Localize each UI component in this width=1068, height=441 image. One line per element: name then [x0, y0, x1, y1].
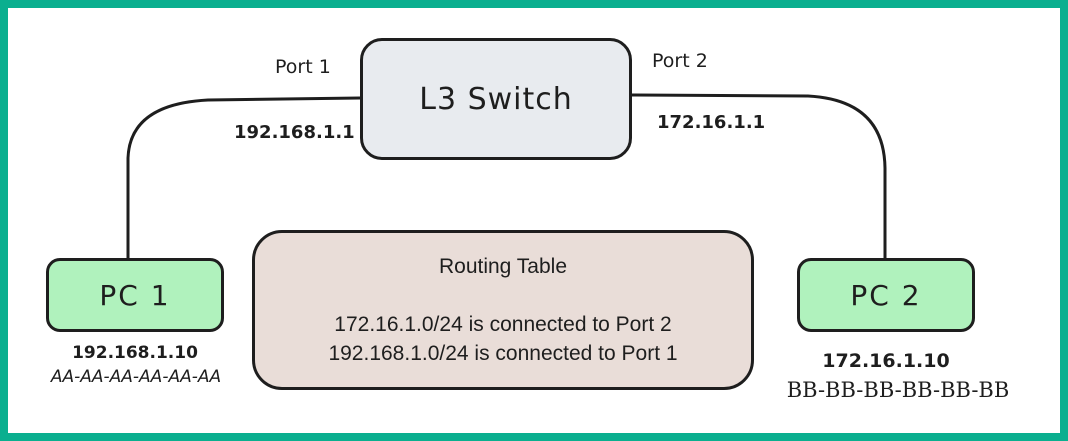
link-pc1-port1	[126, 96, 361, 258]
link-port2-pc2	[631, 93, 887, 258]
diagram-canvas: L3 Switch Port 1 Port 2 192.168.1.1 172.…	[8, 8, 1060, 433]
pc1-label: PC 1	[99, 278, 171, 312]
routing-table-title: Routing Table	[438, 255, 568, 278]
pc2-label: PC 2	[850, 278, 922, 312]
pc2-ip: 172.16.1.10	[822, 350, 950, 372]
routing-table-node: Routing Table 172.16.1.0/24 is connected…	[252, 230, 754, 390]
port2-label: Port 2	[652, 50, 708, 72]
pc1-ip: 192.168.1.10	[72, 343, 198, 363]
port1-ip: 192.168.1.1	[234, 122, 355, 143]
switch-label: L3 Switch	[419, 81, 573, 117]
pc1-node: PC 1	[46, 258, 224, 332]
pc2-mac: BB-BB-BB-BB-BB-BB	[786, 378, 1010, 402]
l3-switch-node: L3 Switch	[360, 38, 632, 160]
routing-table-entry: 172.16.1.0/24 is connected to Port 2	[334, 313, 672, 336]
connection-lines	[126, 93, 887, 258]
pc2-node: PC 2	[797, 258, 975, 332]
port2-ip: 172.16.1.1	[657, 112, 766, 133]
routing-table-entry: 192.168.1.0/24 is connected to Port 1	[328, 342, 678, 365]
pc1-mac: AA-AA-AA-AA-AA-AA	[50, 367, 222, 387]
port1-label: Port 1	[275, 56, 331, 78]
